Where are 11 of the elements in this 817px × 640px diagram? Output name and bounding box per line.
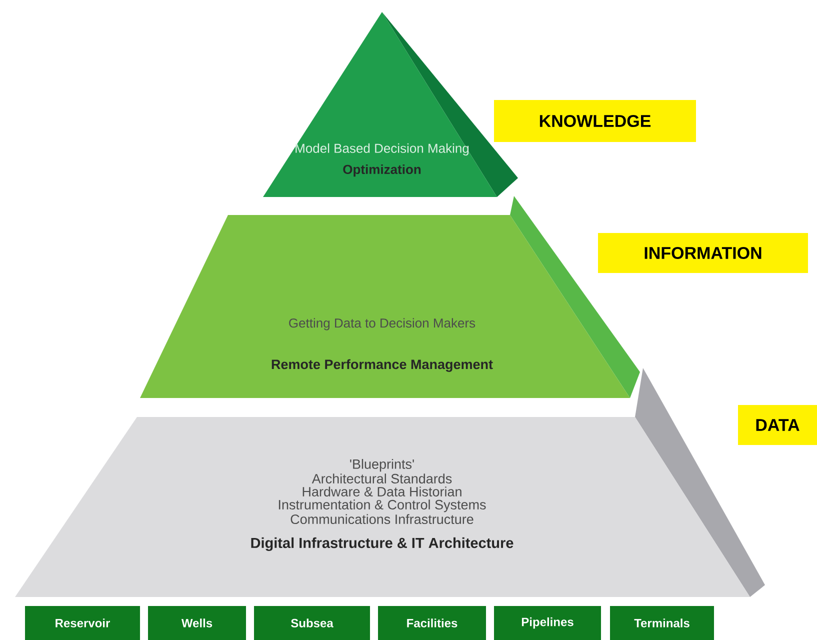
pyramid-tier: Getting Data to Decision Makers Remote Performance Management	[140, 196, 640, 398]
category-box: Wells	[148, 606, 246, 640]
category-box: Terminals	[610, 606, 714, 640]
category-box: Facilities	[378, 606, 486, 640]
category-box: Pipelines	[494, 606, 601, 640]
category-box: Subsea	[254, 606, 370, 640]
category-box: Reservoir	[25, 606, 140, 640]
level-label: DATA	[738, 405, 817, 445]
level-label: KNOWLEDGE	[494, 100, 696, 142]
pyramid-tier: Model Based Decision Making Optimization	[263, 12, 518, 197]
level-label: INFORMATION	[598, 233, 808, 273]
